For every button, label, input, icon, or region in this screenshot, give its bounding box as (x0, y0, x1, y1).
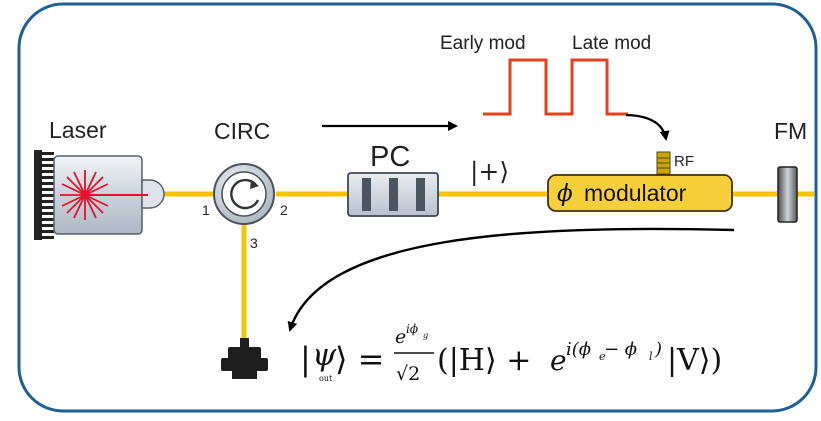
modulator-label: modulator (584, 180, 687, 206)
laser-output-port (141, 179, 165, 209)
pc-paddle (416, 178, 425, 211)
formula-v-ket: |V⟩) (667, 343, 722, 378)
formula-phase-exp: i(ϕ (566, 339, 591, 360)
laser: Laser (34, 117, 165, 240)
circulator: CIRC 1 2 3 (202, 118, 288, 251)
formula-global-exp: iϕ (406, 322, 418, 336)
formula-psi-subscript: out (319, 374, 333, 383)
port-3-label: 3 (250, 235, 258, 251)
faraday-mirror: FM (774, 118, 807, 223)
phase-modulator: RF ϕ modulator (547, 151, 733, 212)
formula-ket-equals: ⟩ = (335, 340, 384, 378)
laser-label: Laser (49, 117, 107, 143)
modulator-phi-symbol: ϕ (557, 181, 573, 207)
formula-phase-exp-close: ) (654, 339, 662, 360)
laser-heatsink (34, 150, 54, 240)
formula-sqrt2: √2 (396, 363, 420, 385)
pulse-to-rf-arrow (625, 113, 670, 141)
formula-relative-e: e (550, 344, 567, 377)
circulator-label: CIRC (214, 118, 270, 144)
early-mod-label: Early mod (440, 33, 526, 54)
modulation-waveform: Early mod Late mod (440, 33, 670, 141)
modulator-body (547, 174, 733, 212)
pc-paddle (389, 178, 398, 211)
faraday-mirror-body (777, 166, 798, 223)
pc-paddle (362, 178, 371, 211)
formula-global-e: e (395, 326, 406, 348)
late-mod-label: Late mod (572, 33, 651, 54)
faraday-mirror-label: FM (774, 118, 807, 144)
formula-phase-exp-l: l (649, 350, 653, 363)
detector-icon (221, 338, 268, 379)
pc-label: PC (370, 141, 410, 173)
formula-global-exp-sub: g (423, 331, 428, 340)
formula-bar: | (300, 340, 311, 378)
polarization-controller: PC (347, 141, 439, 217)
circulation-arrow-icon (230, 178, 260, 210)
return-path-arrow (287, 227, 735, 332)
port-2-label: 2 (280, 202, 288, 218)
formula-phase-exp-mid: − ϕ (604, 339, 637, 360)
formula-phase-exp-e: e (599, 350, 606, 363)
output-state-formula: | ψ out ⟩ = e iϕ g √2 (|H⟩ + e i(ϕ e − ϕ… (300, 322, 722, 385)
pulse-trace (483, 58, 628, 116)
formula-h-ket: (|H⟩ + (437, 343, 531, 378)
plus-state-label: |+⟩ (470, 157, 509, 187)
formula-psi: ψ (312, 337, 337, 373)
port-1-label: 1 (202, 202, 210, 218)
rf-label: RF (674, 153, 694, 170)
